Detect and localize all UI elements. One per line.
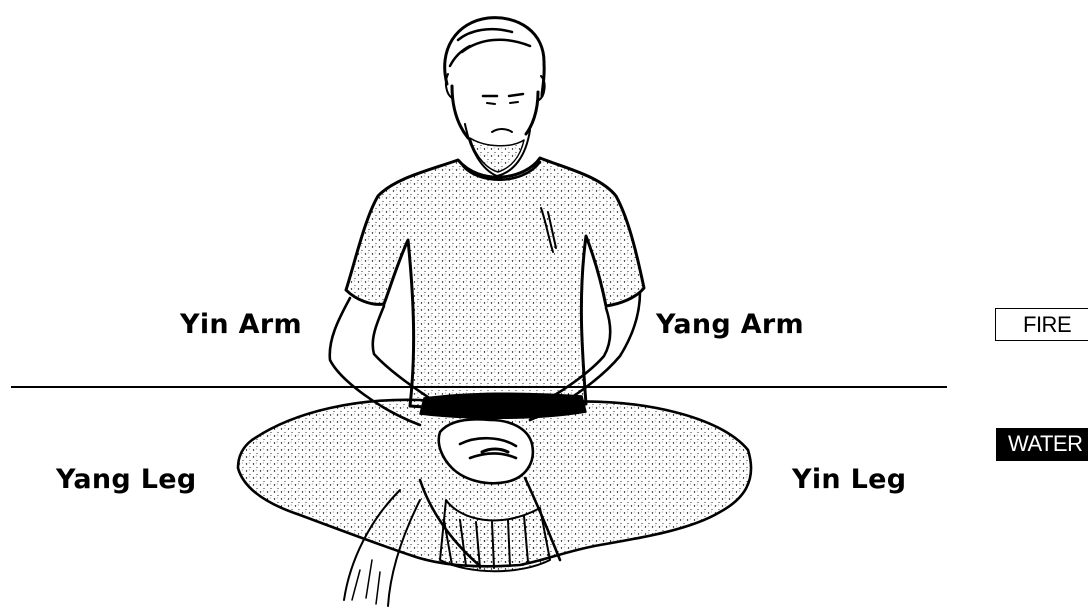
yang-leg-label: Yang Leg — [56, 464, 197, 495]
horizontal-divider-line — [11, 386, 947, 388]
yang-arm-label: Yang Arm — [656, 309, 804, 340]
fire-tag: FIRE — [995, 308, 1088, 341]
yin-leg-label: Yin Leg — [792, 464, 906, 495]
head — [445, 18, 545, 176]
yin-arm-label: Yin Arm — [180, 309, 302, 340]
water-tag: WATER — [996, 428, 1088, 461]
